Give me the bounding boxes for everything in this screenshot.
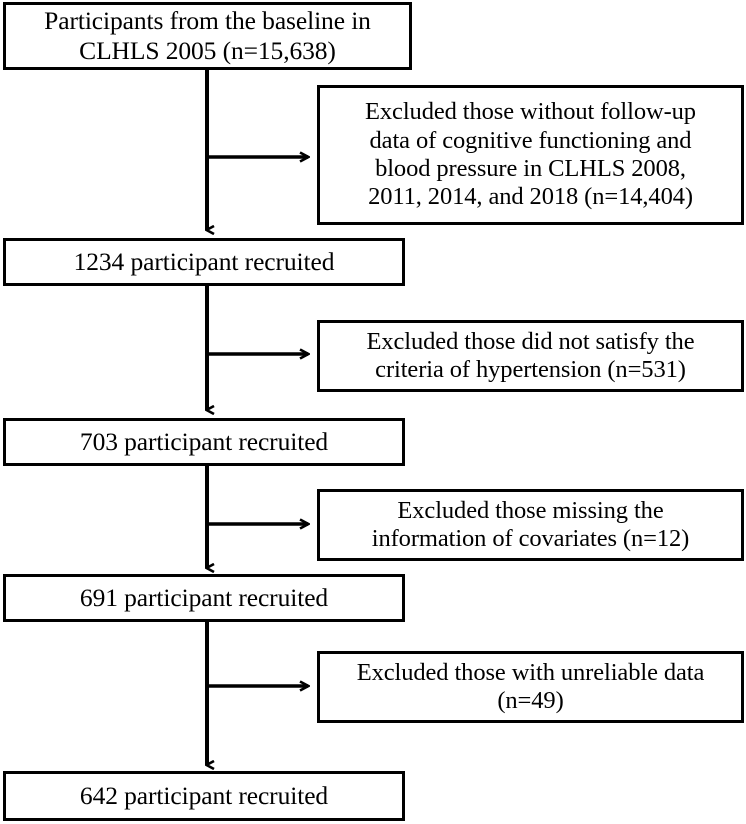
node-excl-followup: Excluded those without follow-up data of…	[317, 85, 744, 225]
node-recruited-1234-label: 1234 participant recruited	[73, 247, 335, 277]
node-recruited-691: 691 participant recruited	[3, 574, 405, 622]
node-recruited-1234: 1234 participant recruited	[3, 238, 405, 286]
node-recruited-703: 703 participant recruited	[3, 418, 405, 466]
node-excl-unreliable: Excluded those with unreliable data (n=4…	[317, 651, 744, 723]
node-baseline-label: Participants from the baseline in CLHLS …	[44, 6, 371, 65]
node-recruited-642-label: 642 participant recruited	[79, 781, 329, 811]
node-recruited-703-label: 703 participant recruited	[79, 427, 329, 457]
node-excl-unreliable-label: Excluded those with unreliable data (n=4…	[356, 658, 705, 714]
node-excl-covariates-label: Excluded those missing the information o…	[371, 496, 690, 552]
node-excl-hypertension: Excluded those did not satisfy the crite…	[317, 320, 744, 392]
node-excl-followup-label: Excluded those without follow-up data of…	[365, 98, 696, 211]
node-baseline: Participants from the baseline in CLHLS …	[3, 2, 412, 70]
node-recruited-642: 642 participant recruited	[3, 771, 405, 821]
node-excl-hypertension-label: Excluded those did not satisfy the crite…	[366, 327, 695, 383]
node-excl-covariates: Excluded those missing the information o…	[317, 489, 744, 561]
node-recruited-691-label: 691 participant recruited	[79, 583, 329, 613]
